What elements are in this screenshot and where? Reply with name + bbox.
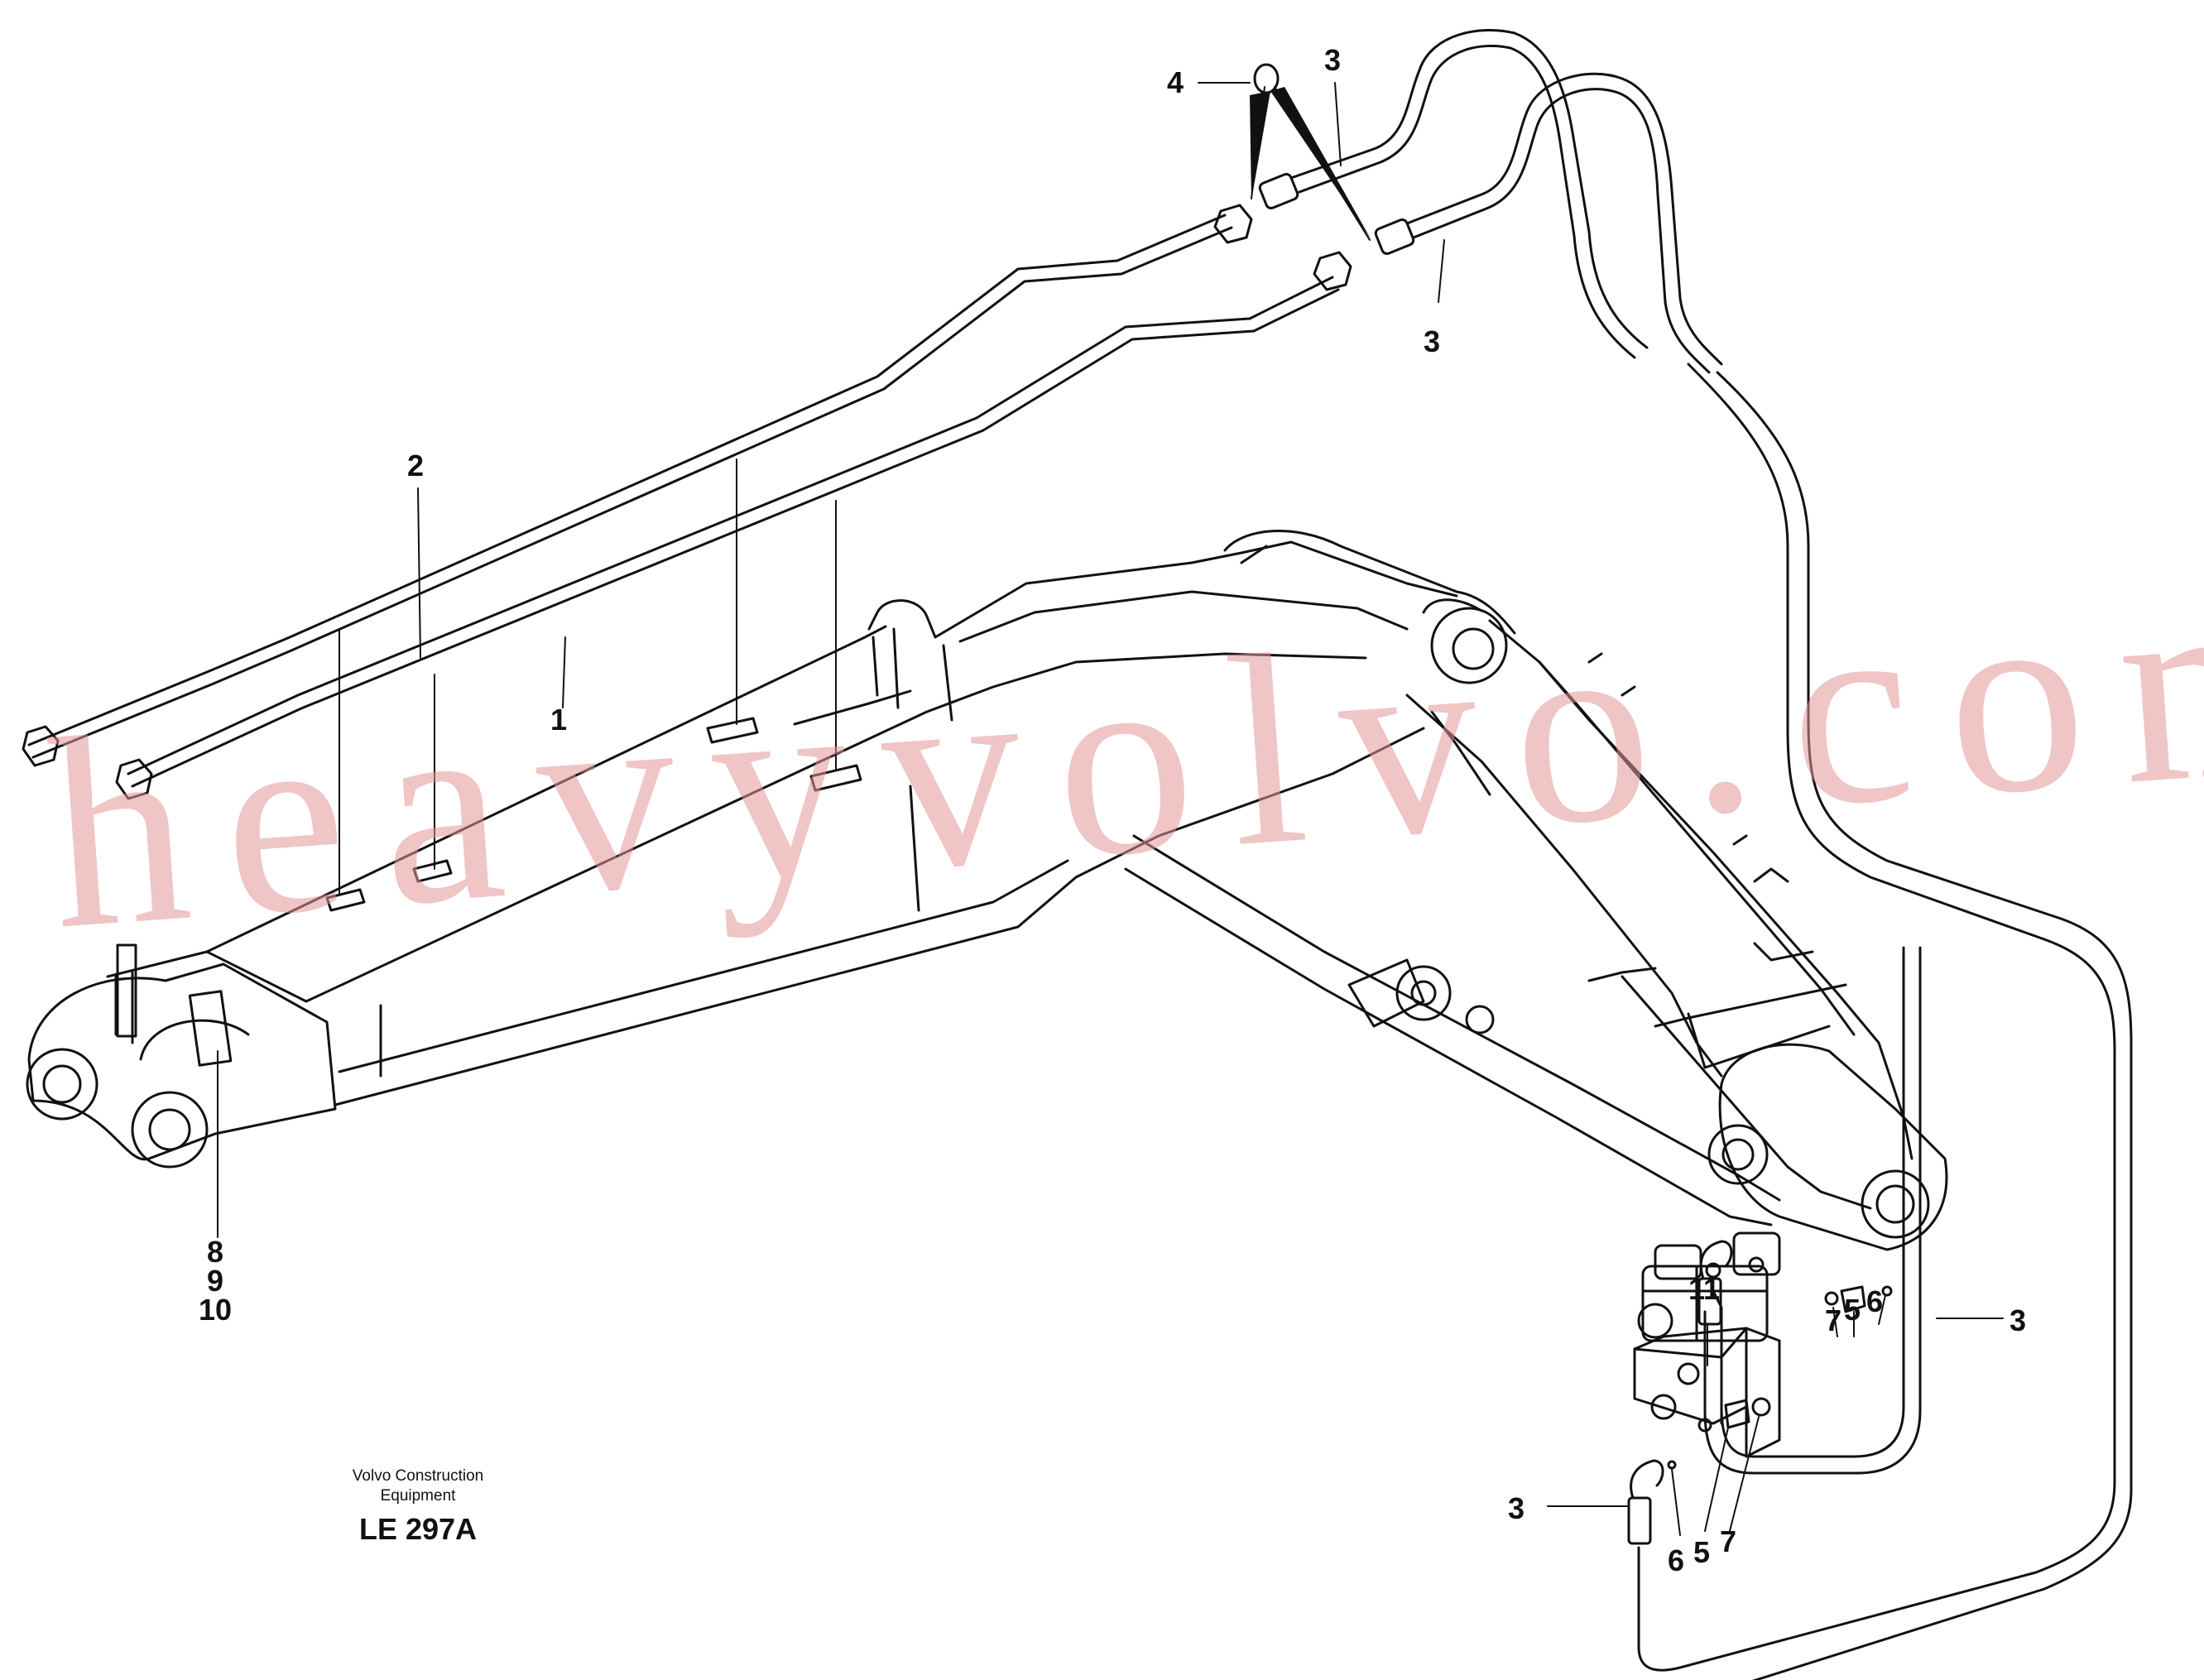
- tube-item-2: [27, 214, 1233, 759]
- callout-7: 7: [1825, 1303, 1842, 1337]
- pointer-arrow: [1270, 87, 1371, 240]
- caption-line-2: Equipment: [380, 1486, 456, 1505]
- excavator-boom: [26, 530, 1948, 1251]
- callout-3: 3: [1508, 1491, 1525, 1525]
- callout-1: 1: [550, 703, 568, 737]
- caption-line-1: Volvo Construction: [352, 1467, 484, 1485]
- pointer-arrow: [1250, 91, 1270, 200]
- hose-item-3-lower: [1627, 362, 2133, 1680]
- hose-item-3-upper: [1258, 28, 1723, 374]
- callout-leaders: [217, 82, 2004, 1536]
- washer-item-4: [1253, 63, 1280, 94]
- callout-9: 9: [207, 1264, 224, 1298]
- manufacturer-caption: Volvo Construction Equipment: [323, 1466, 513, 1506]
- callout-4: 4: [1167, 65, 1184, 99]
- callout-11: 11: [1688, 1272, 1721, 1306]
- tube-end-nut: [22, 725, 60, 767]
- tube-end-nut: [115, 758, 153, 800]
- clamp-leaders: [339, 458, 837, 895]
- callout-5: 5: [1693, 1535, 1711, 1569]
- valve-block-item-11: [1633, 1231, 1781, 1458]
- tube-end-nut: [1313, 251, 1352, 291]
- tube-item-1: [127, 276, 1340, 788]
- callout-5: 5: [1844, 1293, 1861, 1327]
- callout-2: 2: [407, 449, 425, 482]
- callout-6: 6: [1668, 1543, 1685, 1577]
- callout-6: 6: [1866, 1284, 1884, 1318]
- small-fittings: [1667, 1285, 1893, 1470]
- callout-3: 3: [1324, 43, 1342, 77]
- callout-3: 3: [2010, 1303, 2027, 1337]
- callout-3: 3: [1424, 324, 1441, 358]
- tube-end-nut: [1213, 204, 1253, 244]
- callout-7: 7: [1720, 1524, 1737, 1558]
- callout-8: 8: [207, 1235, 224, 1269]
- drawing-code: LE 297A: [358, 1512, 478, 1546]
- callout-10: 10: [199, 1293, 233, 1327]
